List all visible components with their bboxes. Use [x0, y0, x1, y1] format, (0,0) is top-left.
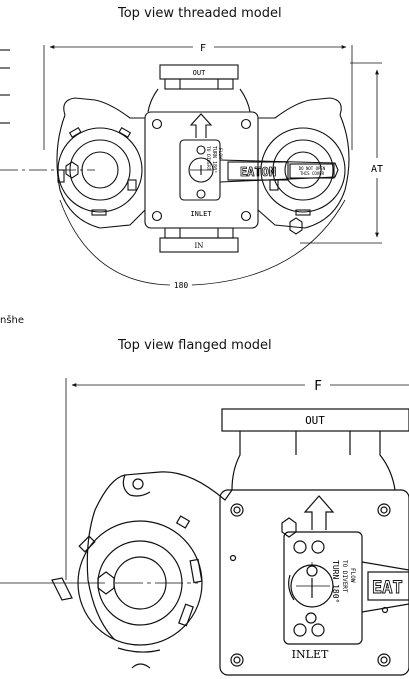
threaded-handle-text-1: TURN 180° — [211, 146, 217, 173]
threaded-out-label: OUT — [193, 69, 206, 77]
threaded-handle-text-3: FLOW — [217, 148, 223, 159]
flanged-handle-text-2: TO DIVERT — [341, 560, 348, 593]
threaded-dim-at: AT — [371, 164, 383, 175]
flanged-brand-logo: EAT — [372, 578, 403, 598]
threaded-brand-logo: EATON — [240, 165, 276, 179]
flanged-out-label: OUT — [305, 414, 325, 427]
threaded-model-drawing — [0, 45, 382, 286]
threaded-caution-2: THIS COVER — [300, 171, 325, 176]
flanged-inlet-label: INLET — [292, 648, 329, 661]
threaded-handle-text-2: TO DIVERT — [205, 146, 211, 171]
threaded-caution-1: DO NOT OPEN — [299, 166, 326, 171]
threaded-dim-f: F — [200, 43, 206, 54]
flanged-model-drawing — [0, 378, 409, 676]
cropped-side-note: nšhe — [0, 315, 25, 326]
threaded-model-title: Top view threaded model — [118, 6, 282, 21]
flanged-model-title: Top view flanged model — [118, 338, 272, 353]
threaded-in-label: IN — [195, 242, 204, 250]
threaded-dim-180: 180 — [174, 281, 189, 290]
flanged-handle-text-1: TURN 180° — [331, 560, 340, 603]
flanged-dim-f: F — [314, 379, 322, 394]
threaded-inlet-label: INLET — [190, 210, 212, 218]
flanged-handle-text-3: FLOW — [349, 568, 356, 583]
